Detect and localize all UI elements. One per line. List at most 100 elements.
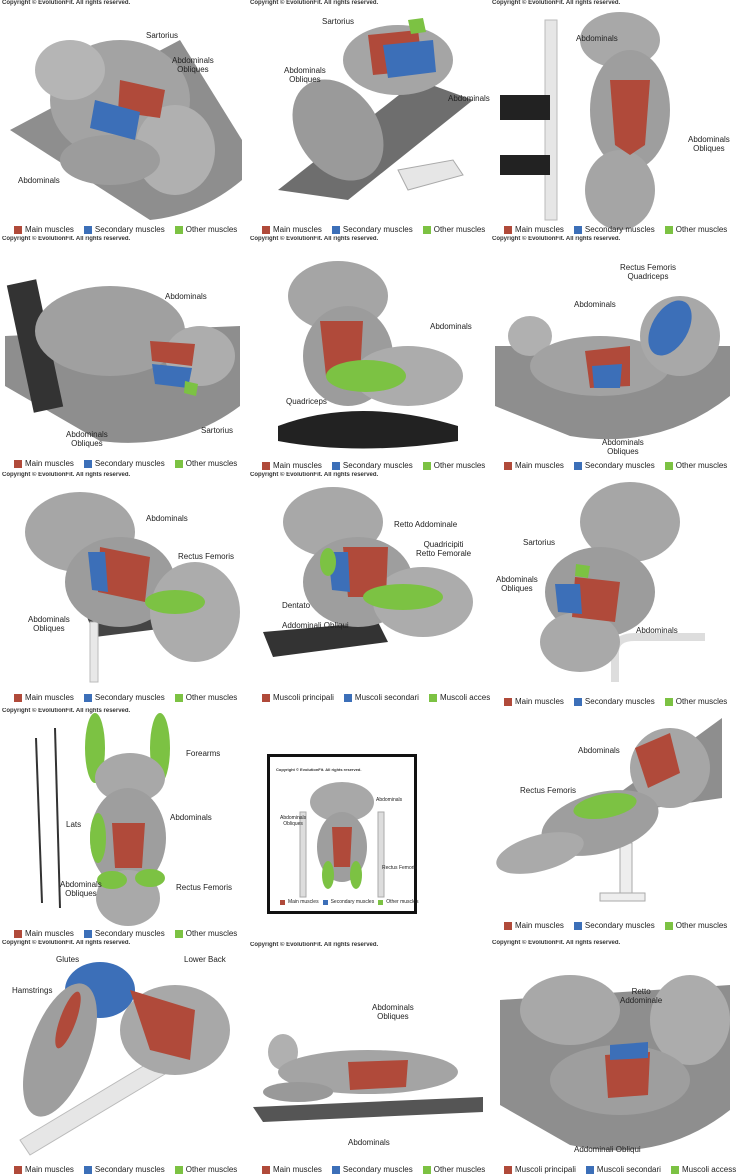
label-addominali-obliqui: Addominali Obliqui — [282, 621, 349, 630]
legend-secondary: Secondary muscles — [83, 1165, 165, 1174]
label-obliques: Abdominals Obliques — [66, 430, 108, 448]
label-abdominals: Abdominals — [576, 34, 618, 43]
legend-main: Main muscles — [14, 225, 74, 234]
copyright-text: Copyright © EvolutionFit. All rights res… — [250, 236, 379, 242]
muscle-legend: Main muscles Secondary muscles Other mus… — [262, 461, 485, 470]
exercise-illustration — [5, 279, 240, 443]
label-obliques: Abdominals Obliques — [28, 615, 70, 633]
copyright-text: Copyright © EvolutionFit. All rights res… — [2, 940, 131, 946]
label-obliques: Abdominals Obliques — [688, 135, 730, 153]
muscle-legend: Main muscles Secondary muscles Other mus… — [14, 225, 237, 234]
label-rectus-femoris: Rectus Femoris — [178, 552, 235, 561]
legend-secondary: Secondary muscles — [573, 921, 655, 930]
exercise-illustration — [253, 1034, 483, 1122]
exercise-panel-14: Copyright © EvolutionFit. All rights res… — [248, 942, 490, 1176]
label-lats: Lats — [66, 820, 82, 829]
copyright-text: Copyright © EvolutionFit. All rights res… — [276, 767, 362, 772]
label-glutes: Glutes — [56, 955, 80, 964]
legend-secondary: Muscoli secondari — [585, 1165, 661, 1174]
label-abdominals: Abdominals — [448, 94, 490, 103]
muscle-legend: Main muscles Secondary muscles Other mus… — [14, 693, 237, 702]
label-abdominals: Abdominals — [18, 176, 60, 185]
label-rectus-femoris: Rectus Femoris — [382, 865, 418, 871]
label-hamstrings: Hamstrings — [12, 986, 53, 995]
legend-main: Main muscles — [262, 1165, 322, 1174]
legend-other: Other muscles — [664, 461, 727, 470]
label-obliques: Abdominals Obliques — [372, 1003, 414, 1021]
copyright-text: Copyright © EvolutionFit. All rights res… — [2, 236, 131, 242]
legend-secondary: Secondary muscles — [322, 899, 374, 905]
exercise-panel-1: Copyright © EvolutionFit. All rights res… — [0, 0, 245, 236]
label-obliques: Abdominals Obliques — [496, 575, 538, 593]
legend-main: Main muscles — [504, 697, 564, 706]
legend-other: Other muscles — [174, 693, 237, 702]
exercise-illustration — [496, 718, 722, 902]
copyright-text: Copyright © EvolutionFit. All rights res… — [250, 472, 379, 478]
label-rectus-femoris: Rectus Femoris Quadriceps — [620, 263, 677, 281]
exercise-panel-7: Copyright © EvolutionFit. All rights res… — [0, 472, 245, 704]
exercise-illustration — [19, 962, 230, 1156]
legend-other: Other muscles — [174, 225, 237, 234]
legend-other: Other muscles — [174, 1165, 237, 1174]
label-rectus-femoris: Rectus Femoris — [520, 786, 577, 795]
exercise-illustration — [500, 975, 730, 1151]
exercise-illustration — [299, 782, 385, 898]
exercise-panel-6: Copyright © EvolutionFit. All rights res… — [490, 236, 736, 472]
legend-secondary: Secondary muscles — [331, 461, 413, 470]
exercise-illustration — [278, 261, 463, 449]
label-sartorius: Sartorius — [146, 31, 179, 40]
copyright-text: Copyright © EvolutionFit. All rights res… — [492, 940, 621, 946]
legend-main: Main muscles — [504, 225, 564, 234]
legend-secondary: Secondary muscles — [331, 1165, 413, 1174]
label-rectus-femoris: Rectus Femoris — [176, 883, 233, 892]
muscle-legend: Main muscles Secondary muscles Other mus… — [262, 225, 485, 234]
legend-main: Muscoli principali — [504, 1165, 576, 1174]
label-retto-addominale: Retto Addominale — [620, 987, 663, 1005]
muscle-legend: Muscoli principali Muscoli secondari Mus… — [262, 693, 490, 702]
copyright-text: Copyright © EvolutionFit. All rights res… — [492, 0, 621, 6]
legend-other: Other muscles — [422, 461, 485, 470]
exercise-illustration — [25, 492, 240, 683]
label-abdominals: Abdominals — [146, 514, 188, 523]
legend-other: Muscoli accessori — [670, 1165, 736, 1174]
label-abdominals: Abdominals — [430, 322, 472, 331]
muscle-legend: Main muscles Secondary muscles Other mus… — [504, 225, 727, 234]
label-obliques: Abdominals Obliques — [172, 56, 214, 74]
copyright-text: Copyright © EvolutionFit. All rights res… — [250, 0, 379, 6]
legend-other: Muscoli accessori — [428, 693, 490, 702]
exercise-panel-2: Copyright © EvolutionFit. All rights res… — [248, 0, 490, 236]
muscle-legend: Muscoli principali Muscoli secondari Mus… — [504, 1165, 736, 1174]
label-obliques: Abdominals Obliques — [60, 880, 102, 898]
muscle-legend: Main muscles Secondary muscles Other mus… — [504, 697, 727, 706]
legend-secondary: Muscoli secondari — [343, 693, 419, 702]
label-obliques: Abdominals Obliques — [602, 438, 644, 456]
legend-main: Main muscles — [14, 693, 74, 702]
copyright-text: Copyright © EvolutionFit. All rights res… — [2, 472, 131, 478]
exercise-panel-11: Copyright © EvolutionFit. All rights res… — [267, 754, 418, 914]
exercise-panel-8: Copyright © EvolutionFit. All rights res… — [248, 472, 490, 704]
muscle-legend: Main muscles Secondary muscles Other mus… — [14, 1165, 237, 1174]
copyright-text: Copyright © EvolutionFit. All rights res… — [250, 942, 379, 948]
label-abdominals: Abdominals — [636, 626, 678, 635]
label-obliques: Abdominals Obliques — [280, 815, 307, 827]
muscle-legend: Main muscles Secondary muscles Other mus… — [14, 459, 237, 468]
legend-main: Main muscles — [262, 225, 322, 234]
label-obliques: Abdominals Obliques — [284, 66, 326, 84]
exercise-panel-13: Copyright © EvolutionFit. All rights res… — [0, 940, 245, 1176]
legend-main: Main muscles — [14, 929, 74, 938]
exercise-illustration — [540, 482, 705, 682]
label-abdominals: Abdominals — [165, 292, 207, 301]
label-quadricipiti: Quadricipiti Retto Femorale — [416, 540, 472, 558]
legend-secondary: Secondary muscles — [83, 929, 165, 938]
copyright-text: Copyright © EvolutionFit. All rights res… — [492, 236, 621, 242]
exercise-panel-4: Copyright © EvolutionFit. All rights res… — [0, 236, 245, 470]
exercise-illustration — [10, 40, 242, 220]
label-lower-back: Lower Back — [184, 955, 226, 964]
label-sartorius: Sartorius — [322, 17, 355, 26]
label-addominali-obliqui: Addominali Obliqui — [574, 1145, 641, 1154]
label-forearms: Forearms — [186, 749, 221, 758]
copyright-text: Copyright © EvolutionFit. All rights res… — [2, 0, 131, 6]
label-sartorius: Sartorius — [201, 426, 234, 435]
label-abdominals: Abdominals — [348, 1138, 390, 1147]
legend-main: Main muscles — [262, 461, 322, 470]
